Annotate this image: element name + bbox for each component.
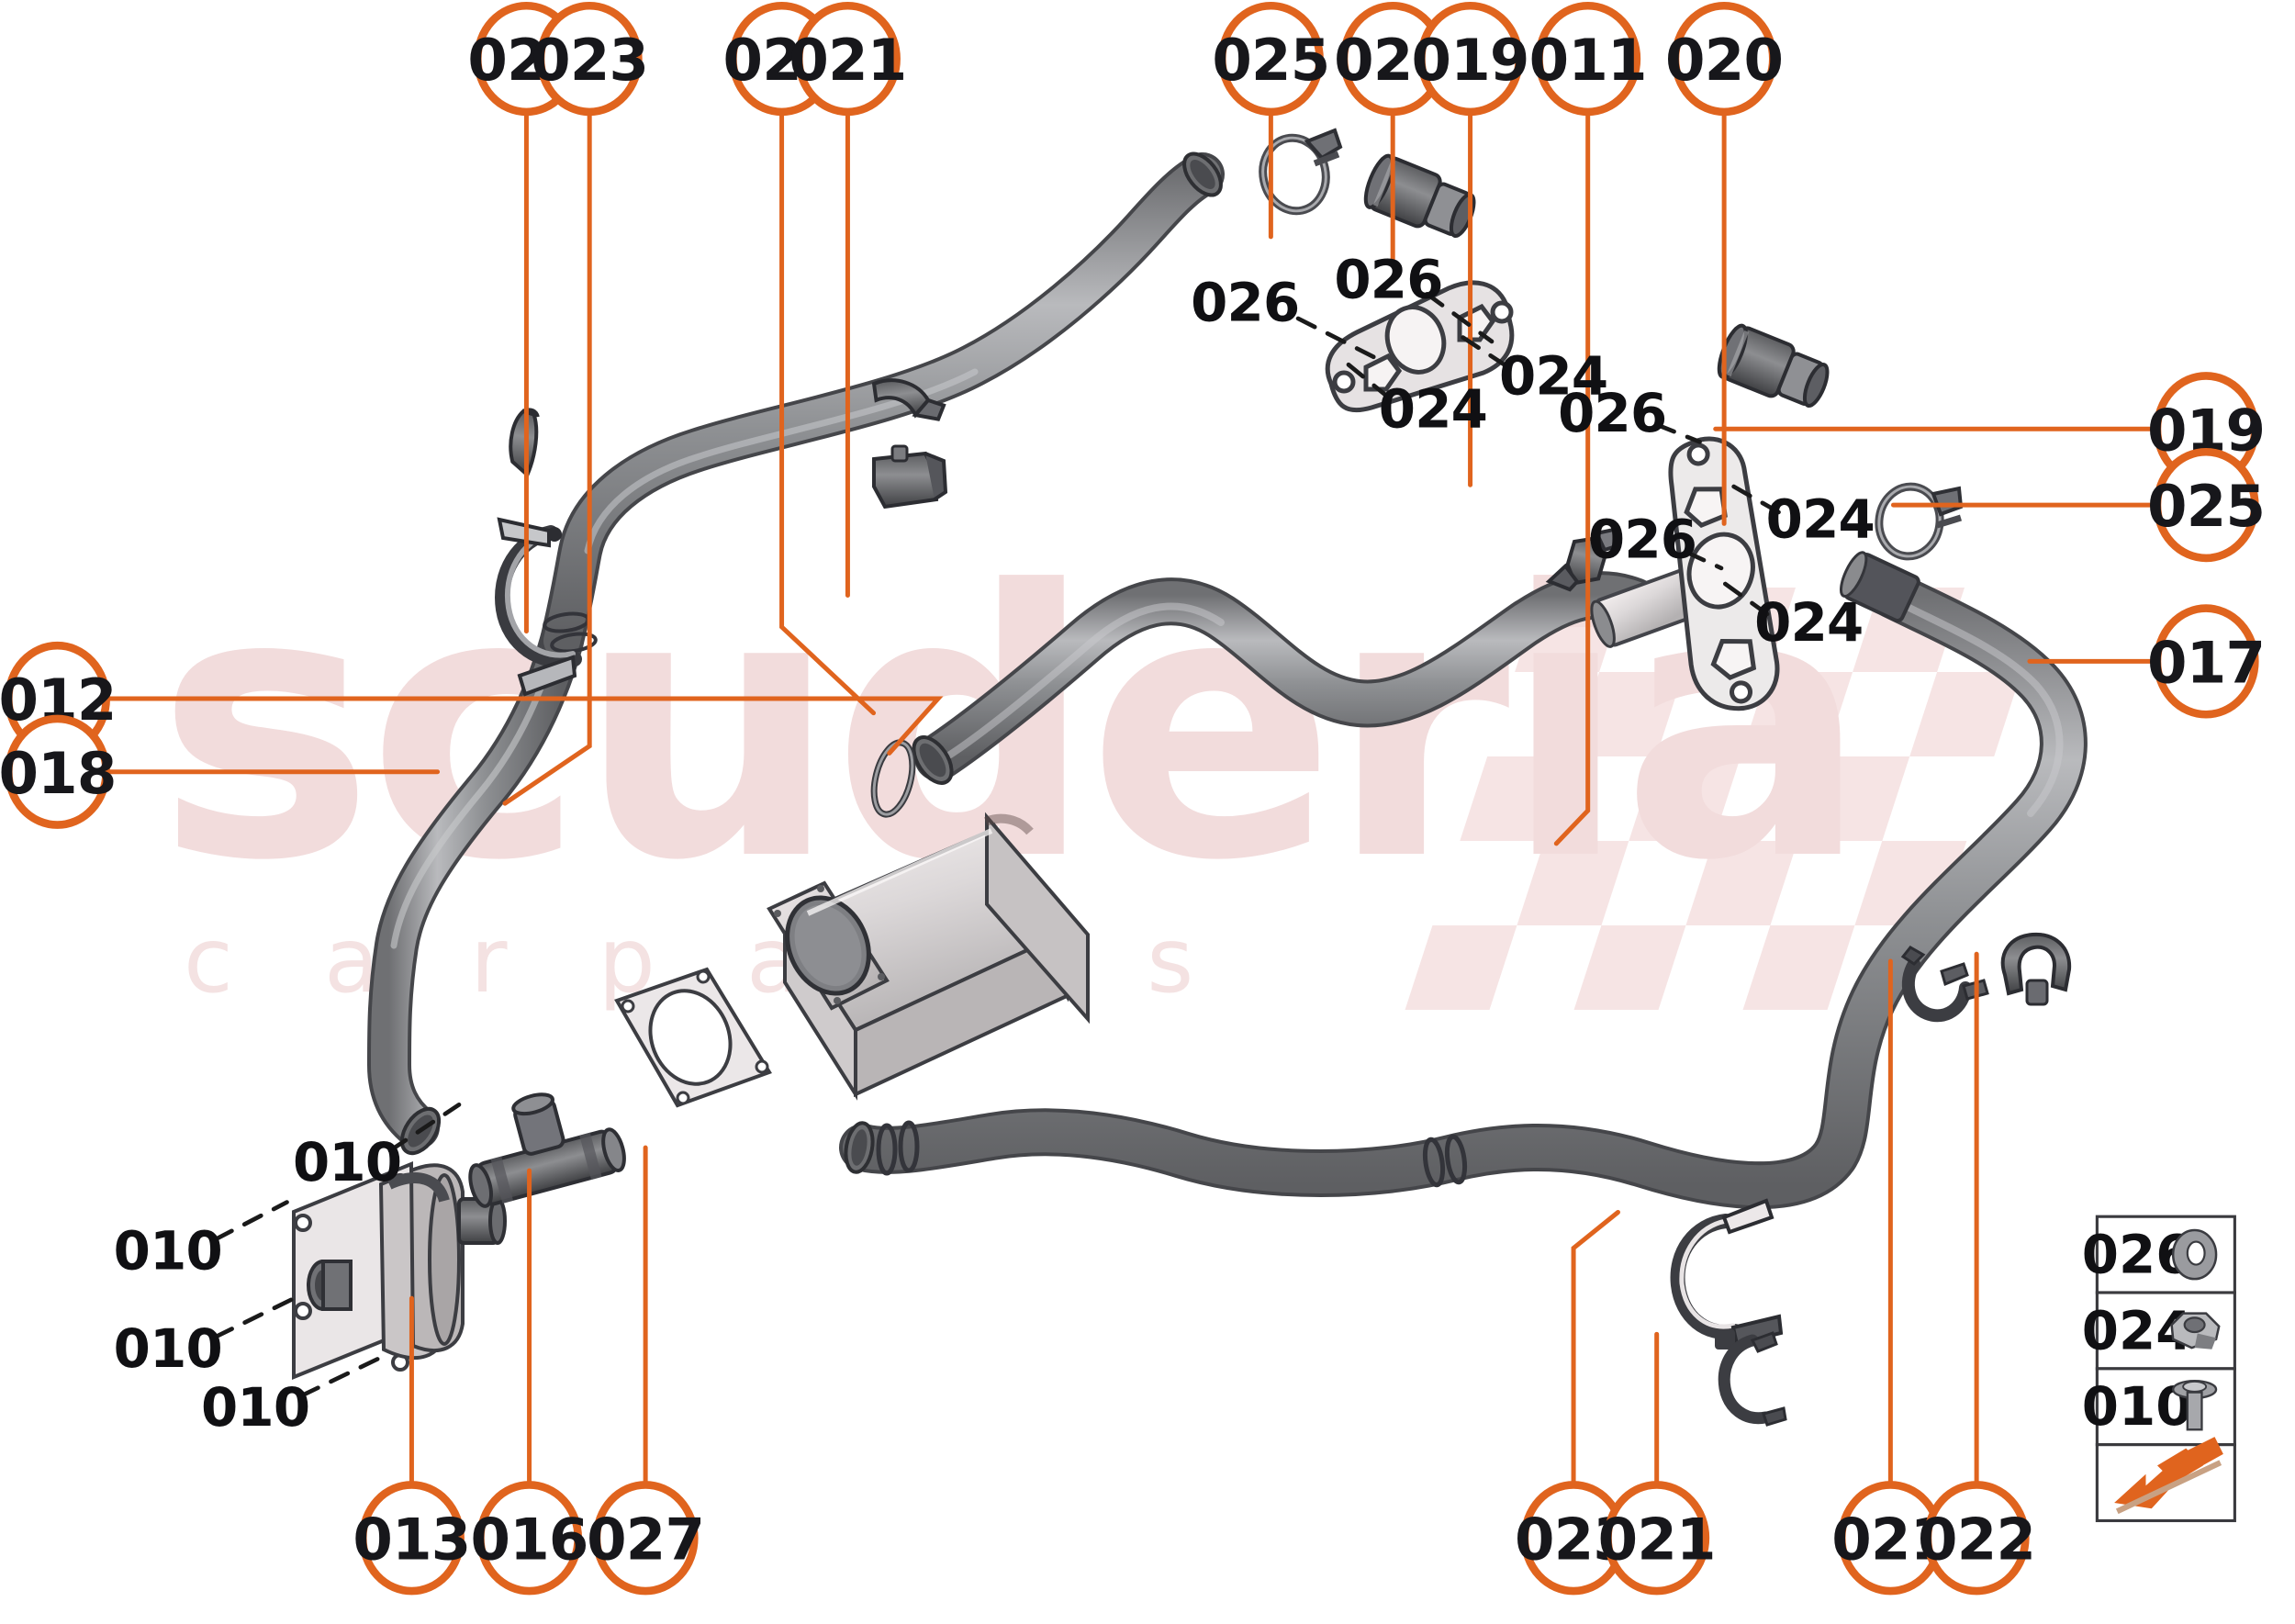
callout-bubble[interactable] [476,1481,583,1596]
callout-label: 019 [1412,27,1529,94]
callout-label: 021 [789,27,906,94]
callout-label: 021 [1598,1506,1716,1573]
part-clip-021-c [1718,1331,1787,1427]
callout-bubble[interactable] [1671,1,1777,117]
ref-leader-010 [298,1353,387,1398]
callout-label: 011 [1529,27,1647,94]
callout-bubble[interactable] [794,1,901,117]
flange-bolt-icon [2172,1379,2218,1431]
callout-leader-022 [779,109,877,716]
callout-label: 017 [2147,629,2265,696]
part-egr-cooler [767,812,1090,1101]
callout-leader-023 [502,109,592,806]
callout-label: 018 [0,740,117,807]
callout-c-020-b[interactable]: 020 [1665,1,1784,117]
ref-leader-026 [1685,550,1724,571]
callout-bubble[interactable] [5,714,110,829]
callout-c-027[interactable]: 027 [587,1481,705,1596]
callout-c-025-b[interactable]: 025 [2147,447,2266,563]
part-gasket-019-a [1325,280,1515,413]
callout-c-021-c[interactable]: 021 [1598,1481,1717,1596]
callout-bubble[interactable] [1535,1,1641,117]
ref-label-026: 026 [1334,249,1442,311]
callout-c-018[interactable]: 018 [0,714,117,829]
callout-label: 013 [353,1506,470,1573]
callout-label: 020 [1665,27,1783,94]
callout-c-011[interactable]: 011 [1529,1,1648,117]
callout-bubble[interactable] [1604,1481,1710,1596]
part-hose-018 [367,151,1225,1156]
legend-row [2095,1367,2236,1447]
part-clip-021-b [871,378,946,421]
part-clamp-025-b [1875,482,1964,561]
ref-label-026: 026 [1191,272,1299,334]
ref-label-010: 010 [293,1131,401,1193]
part-clamp-025-a [1259,128,1343,216]
part-oring-012 [870,739,916,818]
callout-bubble[interactable] [592,1481,699,1596]
callout-bubble[interactable] [1417,1,1524,117]
ref-leader-026 [1425,292,1495,344]
part-tee-016 [468,1092,626,1208]
callout-bubble[interactable] [1217,1,1324,117]
ref-label-024: 024 [1754,591,1863,654]
hex-flange-nut-icon [2170,1312,2221,1350]
callout-c-019-a[interactable]: 019 [1412,1,1529,117]
callout-label: 027 [587,1506,704,1573]
ref-leader-024 [1718,578,1770,617]
callout-c-021-b[interactable]: 021 [789,1,907,117]
part-hose-017 [839,551,2088,1210]
callout-c-022-b[interactable]: 022 [1918,1481,2036,1596]
part-gasket-019-b [1668,436,1780,711]
ref-label-026: 026 [1558,382,1666,444]
callout-c-021-d[interactable]: 021 [1831,1481,1950,1596]
part-clip-022-a [872,444,948,510]
ref-leader-024 [1453,330,1508,368]
callout-c-016[interactable]: 016 [471,1481,588,1596]
callout-bubble[interactable] [1923,1481,2030,1596]
ref-label-024: 024 [1499,344,1607,407]
callout-label: 025 [2147,473,2265,540]
orange-arrow-icon [2114,1437,2223,1515]
callout-leader-023 [1571,1209,1620,1487]
ref-leader-024 [1726,481,1781,515]
part-clamp-023-b [1670,1198,1784,1350]
callout-label: 023 [531,27,648,94]
ref-leader-010 [213,1295,297,1339]
callout-bubble[interactable] [2153,604,2259,719]
callout-label: 022 [1918,1506,2035,1573]
callout-bubble[interactable] [2153,447,2259,563]
part-water-pump-013 [292,1161,507,1380]
ref-label-026: 026 [1588,509,1696,571]
callout-c-025-a[interactable]: 025 [1212,1,1330,117]
callout-label: 016 [471,1506,588,1573]
callout-c-023-a[interactable]: 023 [531,1,649,117]
ref-leader-026 [1654,422,1702,444]
flat-washer-icon [2171,1228,2218,1281]
callout-leader-012 [107,696,944,756]
ref-label-024: 024 [1379,377,1487,440]
ref-label-010: 010 [201,1376,309,1439]
part-clip-022-b [2000,932,2072,1006]
callout-c-017[interactable]: 017 [2147,604,2266,719]
ref-leader-010 [387,1102,462,1153]
ref-leader-024 [1338,356,1391,400]
ref-leader-010 [213,1200,289,1242]
callout-bubble[interactable] [358,1481,465,1596]
ref-label-010: 010 [114,1317,222,1380]
callout-leader-011 [1553,109,1591,846]
ref-leader-026 [1295,316,1380,362]
ref-label-010: 010 [114,1220,222,1282]
ref-label-024: 024 [1766,488,1875,551]
callout-bubble[interactable] [536,1,643,117]
callout-label: 025 [1212,27,1329,94]
callout-c-013[interactable]: 013 [353,1481,471,1596]
part-gasket-027 [614,967,772,1108]
